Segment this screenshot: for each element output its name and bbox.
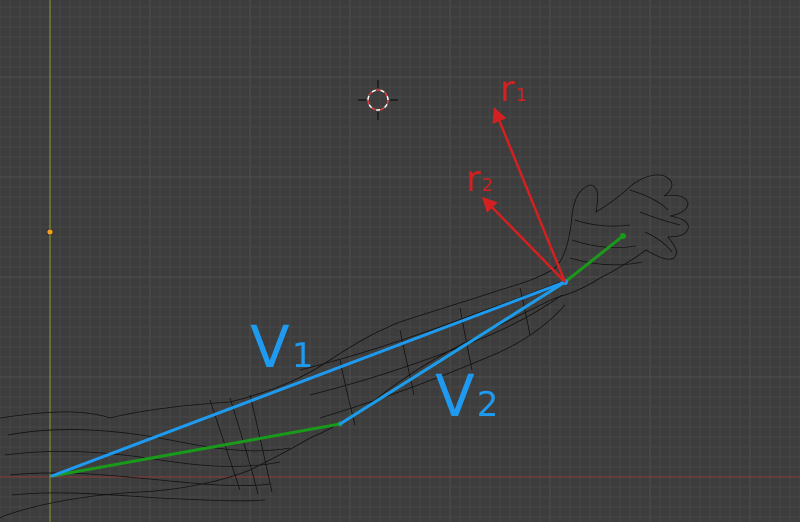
r1-vector[interactable]: [492, 107, 567, 283]
r2-label: r2: [466, 159, 493, 200]
hand-tip-joint[interactable]: [620, 233, 626, 239]
r2-vector[interactable]: [481, 196, 566, 283]
v1-vector[interactable]: [50, 280, 567, 478]
r1-label: r1: [500, 69, 527, 110]
v2-vector[interactable]: [338, 280, 567, 426]
origin-marker[interactable]: [46, 228, 54, 236]
3d-cursor-icon[interactable]: [358, 80, 398, 120]
bone-chain[interactable]: [50, 234, 625, 478]
v1-label: V1: [250, 313, 313, 381]
v2-label: V2: [435, 362, 498, 430]
